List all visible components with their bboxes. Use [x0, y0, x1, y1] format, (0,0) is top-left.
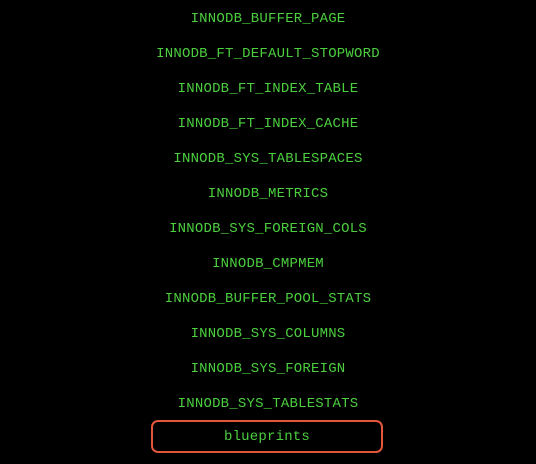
list-item[interactable]: INNODB_FT_INDEX_TABLE — [177, 81, 359, 97]
list-item[interactable]: INNODB_SYS_TABLESTATS — [177, 396, 359, 412]
list-item[interactable]: INNODB_CMPMEM — [212, 256, 324, 272]
selected-list-item[interactable]: blueprints — [151, 420, 383, 453]
list-item[interactable]: INNODB_SYS_FOREIGN_COLS — [169, 221, 367, 237]
list-item[interactable]: INNODB_SYS_COLUMNS — [190, 326, 346, 342]
list-item[interactable]: INNODB_BUFFER_POOL_STATS — [164, 291, 372, 307]
list-item[interactable]: INNODB_FT_DEFAULT_STOPWORD — [156, 46, 380, 62]
list-item[interactable]: INNODB_METRICS — [207, 186, 329, 202]
selected-item-label: blueprints — [223, 428, 310, 445]
list-item[interactable]: INNODB_SYS_FOREIGN — [190, 361, 346, 377]
list-item[interactable]: INNODB_SYS_TABLESPACES — [173, 151, 363, 167]
list-item[interactable]: INNODB_BUFFER_PAGE — [190, 11, 346, 27]
list-item[interactable]: INNODB_FT_INDEX_CACHE — [177, 116, 359, 132]
table-list: INNODB_BUFFER_PAGE INNODB_FT_DEFAULT_STO… — [0, 2, 536, 422]
